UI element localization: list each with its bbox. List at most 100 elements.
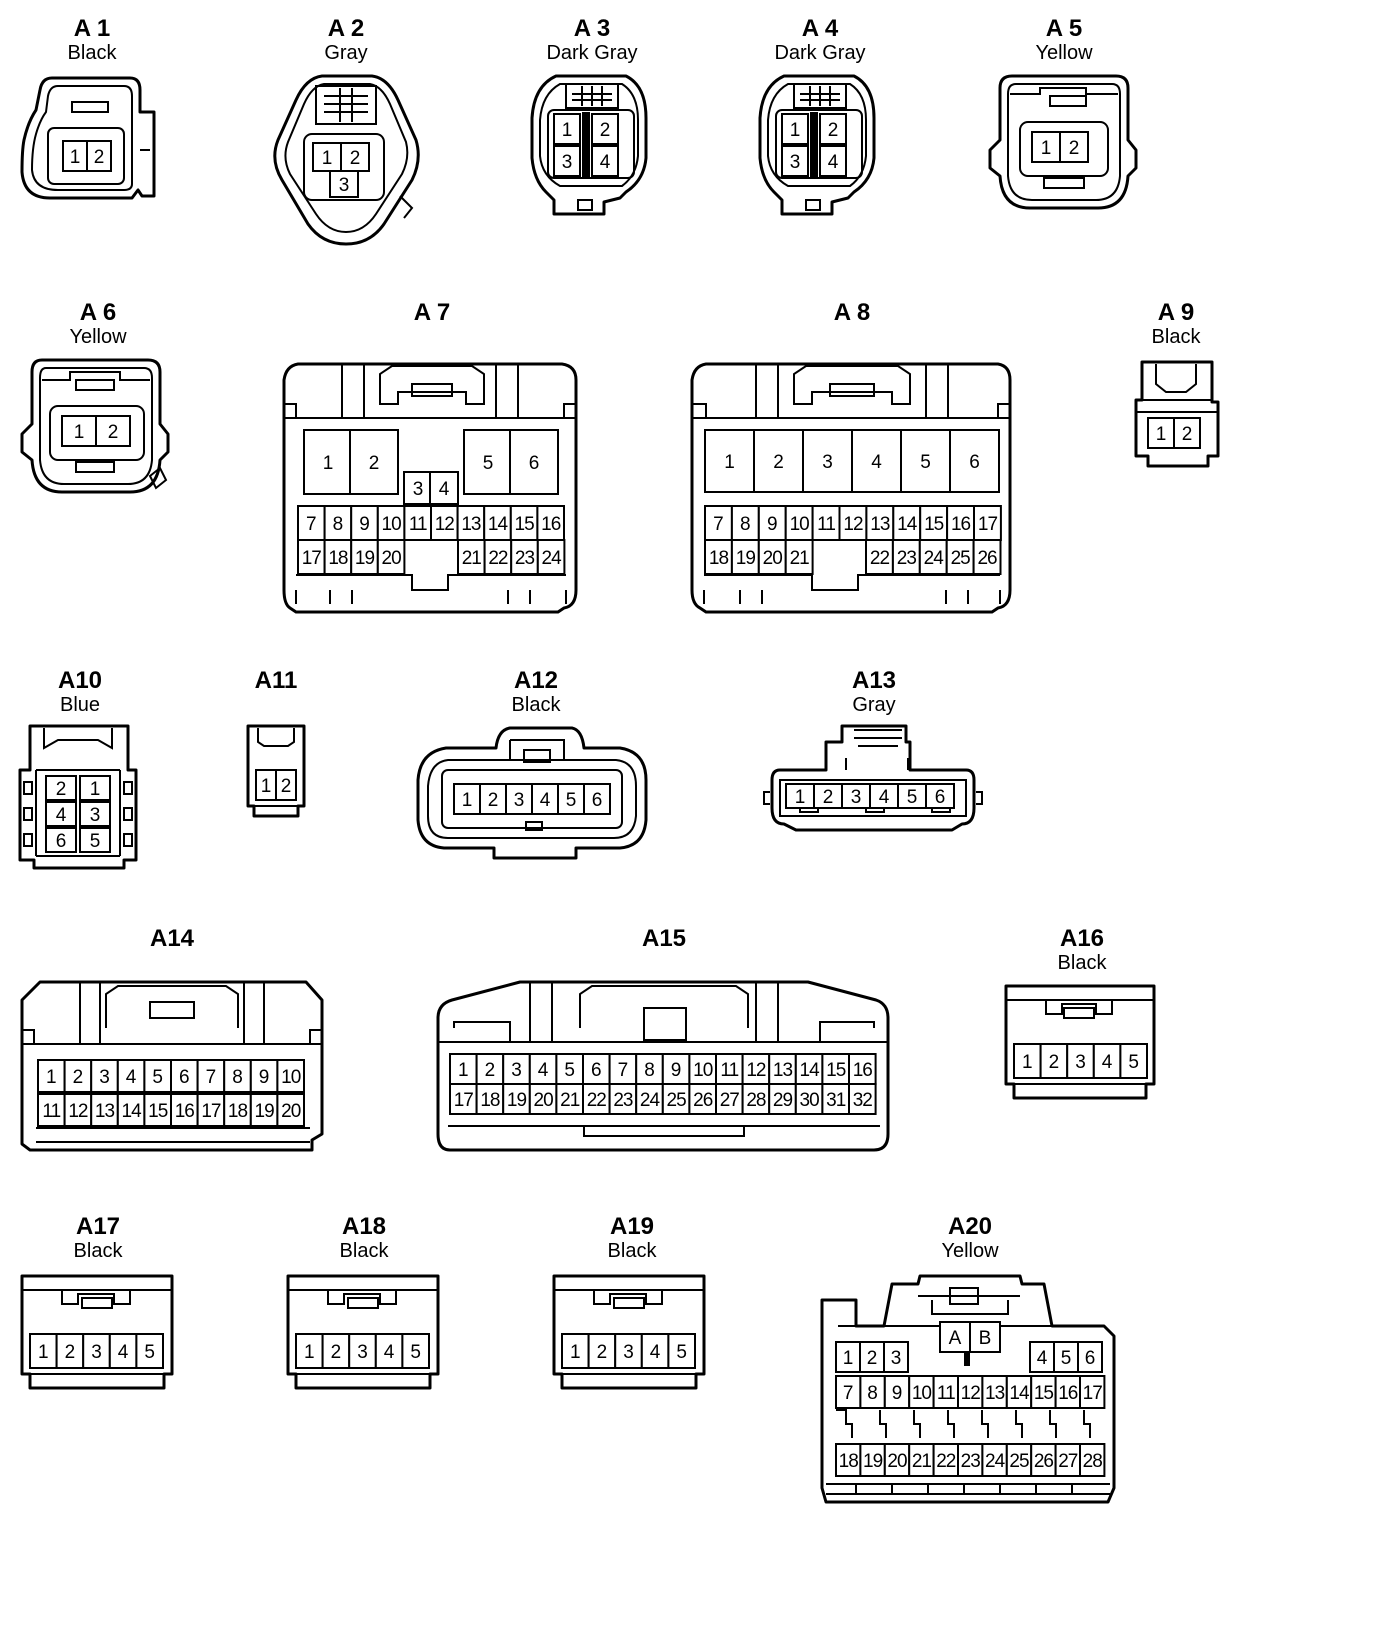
a2-housing-part <box>303 133 385 201</box>
a7-pin-16: 16 <box>536 505 566 541</box>
a17-pin-cell <box>82 1333 111 1369</box>
a7-pin-10: 10 <box>376 505 406 541</box>
a20-pin-number: 21 <box>912 1451 932 1472</box>
a14-pin-15: 15 <box>143 1093 172 1127</box>
a13-pin-6: 6 <box>925 783 955 809</box>
a6-pin-1: 1 <box>61 415 97 447</box>
a20-pin-number: 11 <box>937 1383 955 1404</box>
a16-pin-4: 4 <box>1092 1043 1122 1079</box>
a14-pin-cell <box>223 1093 252 1127</box>
a14-pin-5: 5 <box>143 1059 172 1093</box>
a15-pin-cell <box>528 1083 558 1115</box>
a2-connector-id: A 2 <box>328 15 364 42</box>
a8-housing-part <box>690 362 1012 614</box>
a5-housing-part <box>1007 83 1121 201</box>
a14-pin-number: 12 <box>68 1101 88 1122</box>
a14-pin-19: 19 <box>249 1093 279 1127</box>
a15-pin-14: 14 <box>794 1053 824 1085</box>
a3-pin-cell <box>553 113 581 145</box>
a7-pin-14: 14 <box>483 505 512 541</box>
a20-pin-27: 27 <box>1054 1443 1081 1477</box>
a17-pin-cell <box>135 1333 164 1369</box>
a15-pin-cell <box>475 1083 505 1115</box>
a13-pin-2: 2 <box>813 783 843 809</box>
a10-housing-part <box>123 833 133 847</box>
a7-pin-number: 9 <box>359 514 370 535</box>
a10-housing-part <box>35 769 121 857</box>
a7-pin-number: 16 <box>541 514 561 535</box>
a8-pin-number: 17 <box>978 514 998 535</box>
a14-pin-number: 15 <box>148 1101 168 1122</box>
a15-pin-22: 22 <box>582 1083 611 1115</box>
a7-pin-number: 12 <box>435 514 455 535</box>
a16-connector-color: Black <box>1058 952 1108 974</box>
a20-pin-7: 7 <box>835 1375 862 1409</box>
a12-pin-2: 2 <box>479 783 507 815</box>
a6-connector-color: Yellow <box>69 326 127 348</box>
a11-housing-part <box>257 728 295 747</box>
a3-pin-2: 2 <box>591 113 619 145</box>
a11-pin-cell <box>275 769 297 801</box>
a15-pin-number: 13 <box>773 1060 793 1081</box>
a1-housing-part <box>47 127 125 185</box>
a20-pin-1: 1 <box>835 1341 861 1373</box>
a20-pin-cell <box>957 1375 984 1409</box>
a10-housing-part <box>43 728 113 750</box>
a10-housing-part <box>123 781 133 795</box>
a7-housing-part <box>379 365 485 405</box>
a2-pin-number: 2 <box>350 148 361 169</box>
a15-pin-23: 23 <box>608 1083 638 1115</box>
a14-pin-number: 5 <box>152 1067 163 1088</box>
a10-housing-part <box>18 724 138 870</box>
a20-pin-22: 22 <box>932 1443 959 1477</box>
a14-pin-number: 1 <box>46 1067 57 1088</box>
a20-housing-part <box>826 1483 1110 1495</box>
a18-pin-4: 4 <box>374 1333 404 1369</box>
a20-pin-3: 3 <box>883 1341 909 1373</box>
a20-pin-cell <box>908 1375 935 1409</box>
a10-connector-color: Blue <box>60 694 100 716</box>
a8-housing-part <box>704 574 1000 591</box>
a8-pin-20: 20 <box>757 539 787 575</box>
a8-pin-number: 12 <box>843 514 863 535</box>
a8-pin-number: 19 <box>736 548 756 569</box>
a15-pin-6: 6 <box>582 1053 611 1085</box>
a8-pin-number: 24 <box>924 548 945 569</box>
a8-pin-cell <box>838 505 868 541</box>
a2-housing-part <box>284 83 409 234</box>
a1-housing-part <box>71 101 109 113</box>
a15-pin-number: 2 <box>485 1060 496 1081</box>
a13-housing-part <box>770 724 976 832</box>
a14-housing-part <box>20 980 324 1152</box>
a16-pin-cell <box>1119 1043 1149 1079</box>
a13-pin-1: 1 <box>785 783 815 809</box>
a2-connector-color: Gray <box>324 42 367 64</box>
a14-pin-number: 9 <box>259 1067 270 1088</box>
a11-pin-number: 1 <box>261 776 272 797</box>
a13-pin-3: 3 <box>841 783 871 809</box>
a8-housing-part <box>703 590 1001 604</box>
a13-connector-id: A13 <box>852 667 896 694</box>
a17-housing-part <box>20 1274 174 1390</box>
a8-pin-number: 25 <box>951 548 971 569</box>
a8-pin-25: 25 <box>945 539 975 575</box>
a17-pin-5: 5 <box>135 1333 164 1369</box>
a14-pin-4: 4 <box>116 1059 146 1093</box>
a20-pin-28: 28 <box>1079 1443 1106 1477</box>
a17-pin-cell <box>108 1333 138 1369</box>
a15-housing-part <box>448 1125 880 1137</box>
a1-pin-cell <box>86 140 112 172</box>
a18-pin-number: 2 <box>331 1342 342 1363</box>
a19-housing-part <box>613 1297 645 1309</box>
a8-housing-part <box>829 383 875 397</box>
a12-pin-1: 1 <box>453 783 481 815</box>
a7-pin-4: 4 <box>429 471 459 505</box>
a14-pin-number: 14 <box>122 1101 143 1122</box>
a13-pin-4: 4 <box>869 783 899 809</box>
a14-pin-9: 9 <box>249 1059 279 1093</box>
a20-pin-number: 1 <box>843 1348 854 1369</box>
a19-pin-number: 4 <box>650 1342 661 1363</box>
a4-pin-1: 1 <box>781 113 809 145</box>
a3-connector-color: Dark Gray <box>546 42 637 64</box>
a7-pin-15: 15 <box>509 505 539 541</box>
